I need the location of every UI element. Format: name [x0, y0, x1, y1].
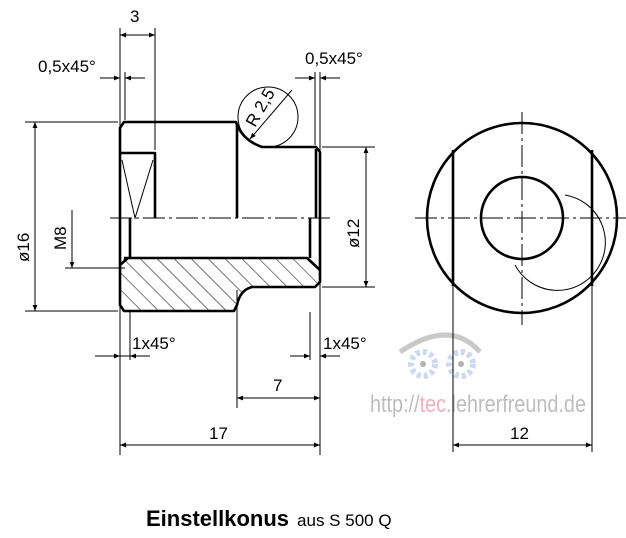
- watermark-url: http://tec.lehrerfreund.de: [370, 391, 586, 418]
- thread-m8-label: M8: [51, 226, 70, 250]
- chamfer-right-bottom-label: 1x45°: [323, 334, 367, 353]
- watermark: http://tec.lehrerfreund.de: [370, 332, 586, 418]
- front-12-label: 12: [510, 424, 529, 443]
- dim-3-label: 3: [130, 7, 139, 26]
- extension-lines: [25, 28, 375, 455]
- drawing-title: Einstellkonus aus S 500 Q: [146, 506, 392, 532]
- dimension-lines: [32, 32, 592, 448]
- length-7-label: 7: [273, 376, 282, 395]
- owl-logo: [398, 332, 482, 379]
- chamfer-left-bottom-label: 1x45°: [132, 334, 176, 353]
- chamfer-left-top-label: 0,5x45°: [38, 57, 96, 76]
- chamfer-right-top-label: 0,5x45°: [305, 49, 363, 68]
- side-view: R 2,5: [110, 85, 330, 313]
- dia-16-label: ø16: [14, 233, 33, 262]
- length-17-label: 17: [209, 424, 228, 443]
- radius-label: R 2,5: [242, 85, 279, 130]
- material-label: aus S 500 Q: [297, 511, 392, 530]
- dia-12-label: ø12: [344, 219, 363, 248]
- part-name: Einstellkonus: [146, 506, 290, 531]
- front-view: [415, 112, 626, 452]
